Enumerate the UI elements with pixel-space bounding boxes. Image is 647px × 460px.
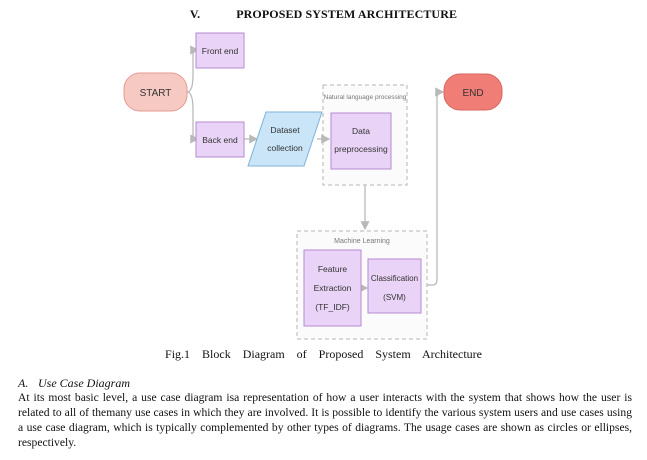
subsection-letter: A. bbox=[18, 376, 29, 390]
feature-extraction-box bbox=[303, 249, 362, 327]
classification-label-line2: (SVM) bbox=[383, 293, 406, 302]
dataset-label-line2: collection bbox=[267, 143, 303, 153]
feature-label-line3: (TF_IDF) bbox=[315, 302, 350, 312]
dataset-label-line1: Dataset bbox=[270, 125, 300, 135]
classification-label-line1: Classification bbox=[371, 274, 418, 283]
data-preprocessing-box bbox=[330, 112, 392, 170]
feature-label-line2: Extraction bbox=[314, 283, 352, 293]
classification-box bbox=[367, 258, 422, 314]
ml-group-label: Machine Learning bbox=[334, 238, 390, 245]
subsection-heading: A. Use Case Diagram bbox=[18, 376, 130, 391]
preprocessing-label-line1: Data bbox=[352, 126, 370, 136]
connector-ml-end bbox=[427, 87, 445, 286]
figure-caption: Fig.1 Block Diagram of Proposed System A… bbox=[165, 347, 482, 361]
front-end-label: Front end bbox=[202, 46, 239, 56]
preprocessing-label-line2: preprocessing bbox=[334, 144, 388, 154]
subsection-title: Use Case Diagram bbox=[38, 376, 130, 390]
back-end-label: Back end bbox=[202, 135, 238, 145]
connector-start-backend bbox=[186, 91, 200, 144]
section-number: V. bbox=[189, 7, 201, 21]
start-terminal bbox=[123, 72, 188, 112]
section-title: PROPOSED SYSTEM ARCHITECTURE bbox=[236, 7, 458, 21]
end-label: END bbox=[462, 88, 483, 99]
block-diagram: Natural language processing Machine Lear… bbox=[123, 32, 503, 340]
nlp-group-label: Natural language processing bbox=[324, 94, 407, 101]
body-paragraph: At its most basic level, a use case diag… bbox=[18, 391, 632, 449]
front-end-box bbox=[195, 32, 245, 69]
end-terminal bbox=[443, 73, 503, 111]
dataset-collection-shape bbox=[247, 111, 323, 167]
connector-start-frontend bbox=[186, 45, 200, 93]
section-heading: V. PROPOSED SYSTEM ARCHITECTURE bbox=[0, 7, 647, 22]
back-end-box bbox=[195, 121, 245, 158]
start-label: START bbox=[140, 88, 172, 99]
feature-label-line1: Feature bbox=[318, 264, 348, 274]
